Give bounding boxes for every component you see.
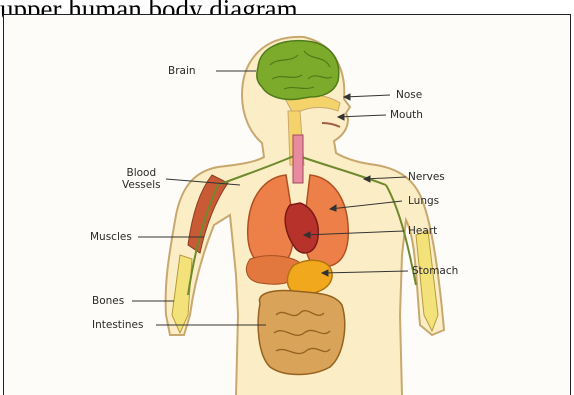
label-brain: Brain [168,65,196,77]
body-diagram [4,15,571,395]
label-vessels: Vessels [122,179,161,191]
label-blood: Blood [122,167,161,179]
label-mouth: Mouth [390,109,423,121]
label-intestines: Intestines [92,319,143,331]
label-lungs: Lungs [408,195,439,207]
label-heart: Heart [408,225,437,237]
label-nerves: Nerves [408,171,445,183]
label-muscles: Muscles [90,231,132,243]
trachea [293,135,303,183]
brain-shape [257,41,339,100]
label-bones: Bones [92,295,124,307]
leader-nose [344,95,390,97]
label-stomach: Stomach [412,265,458,277]
figure-frame: Brain Nose Mouth Blood Vessels Nerves Lu… [3,14,571,395]
intestines-shape [258,291,345,375]
label-nose: Nose [396,89,422,101]
label-blood-vessels: Blood Vessels [122,167,161,191]
